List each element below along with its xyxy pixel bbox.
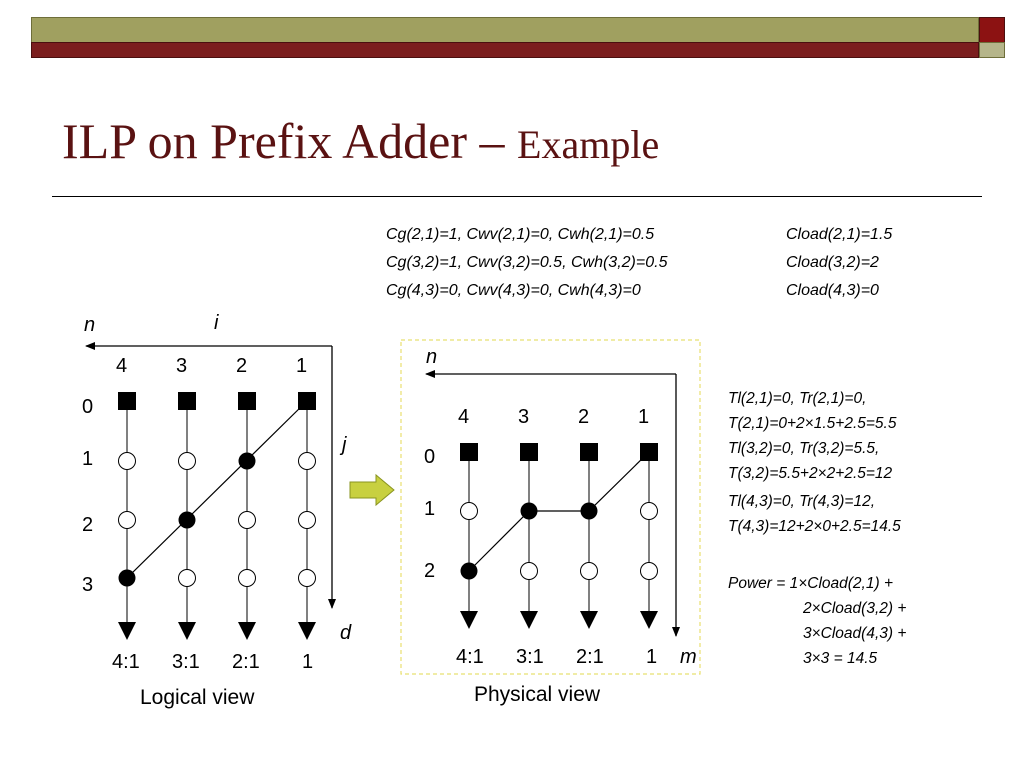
timing-line: Tl(3,2)=0, Tr(3,2)=5.5, [728,440,880,457]
logical-empty-node [118,452,136,470]
physical-output-arrow [460,611,478,629]
logical-empty-node [238,511,256,529]
logical-col-label: 4 [116,355,128,377]
physical-row-label: 1 [424,498,436,520]
logical-axis-n-label: n [84,314,96,336]
physical-row-label: 2 [424,560,436,582]
logical-empty-node [178,569,196,587]
physical-output-label: 2:1 [576,646,604,668]
cost-row-2: Cg(3,2)=1, Cwv(3,2)=0.5, Cwh(3,2)=0.5 [386,254,668,271]
cost-row-1: Cg(2,1)=1, Cwv(2,1)=0, Cwh(2,1)=0.5 [386,226,655,243]
timing-line: T(4,3)=12+2×0+2.5=14.5 [728,518,901,535]
logical-prefix-path [126,400,308,579]
logical-empty-node [298,569,316,587]
logical-row-label: 0 [82,396,94,418]
logical-prefix-node [178,511,196,529]
transition-arrow-icon [349,473,395,507]
logical-empty-node [298,511,316,529]
header-bar-bottom [31,42,979,58]
physical-prefix-node [520,502,538,520]
power-line-1: Power = 1×Cload(2,1) + [728,575,893,592]
physical-empty-node [640,502,658,520]
physical-view-caption: Physical view [474,683,601,706]
title-rule [52,196,982,197]
logical-output-label: 1 [302,651,314,673]
physical-input-node [580,443,598,461]
physical-axis-n-label: n [426,346,438,368]
logical-input-node [118,392,136,410]
timing-line: T(3,2)=5.5+2×2+2.5=12 [728,465,893,482]
logical-output-arrow [118,622,136,640]
title-main: ILP on Prefix Adder – [62,113,518,169]
cload-row-1: Cload(2,1)=1.5 [786,226,893,243]
physical-prefix-path [468,451,650,572]
timing-note-3: Tl(4,3)=0, Tr(4,3)=12, T(4,3)=12+2×0+2.5… [728,489,901,539]
physical-output-label: 3:1 [516,646,544,668]
physical-output-arrow [520,611,538,629]
physical-empty-node [460,502,478,520]
physical-input-node [520,443,538,461]
logical-input-node [178,392,196,410]
logical-empty-node [298,452,316,470]
power-line-4: 3×3 = 14.5 [803,650,878,667]
timing-note-2: Tl(3,2)=0, Tr(3,2)=5.5, T(3,2)=5.5+2×2+2… [728,436,892,486]
logical-col-label: 1 [296,355,308,377]
physical-col-label: 4 [458,406,470,428]
logical-view-caption: Logical view [140,686,255,709]
physical-output-label: 4:1 [456,646,484,668]
logical-col-label: 3 [176,355,188,377]
logical-empty-node [118,511,136,529]
physical-col-label: 1 [638,406,650,428]
physical-empty-node [640,562,658,580]
physical-dashed-box [400,339,701,675]
cost-row-3: Cg(4,3)=0, Cwv(4,3)=0, Cwh(4,3)=0 [386,282,641,299]
physical-output-label: 1 [646,646,658,668]
logical-output-arrow [238,622,256,640]
physical-output-arrow [580,611,598,629]
title-sub: Example [517,122,660,167]
logical-output-arrow [178,622,196,640]
physical-prefix-node [580,502,598,520]
logical-input-node [298,392,316,410]
physical-row-label: 0 [424,446,436,468]
logical-output-label: 2:1 [232,651,260,673]
logical-prefix-node [238,452,256,470]
timing-note-1: Tl(2,1)=0, Tr(2,1)=0, T(2,1)=0+2×1.5+2.5… [728,386,896,436]
logical-col-label: 2 [236,355,248,377]
logical-row-label: 1 [82,448,94,470]
cload-row-2: Cload(3,2)=2 [786,254,879,271]
logical-row-label: 3 [82,574,94,596]
logical-output-arrow [298,622,316,640]
physical-col-label: 3 [518,406,530,428]
timing-line: Tl(4,3)=0, Tr(4,3)=12, [728,493,876,510]
timing-line: Tl(2,1)=0, Tr(2,1)=0, [728,390,867,407]
logical-input-node [238,392,256,410]
logical-view-diagram [85,342,336,640]
physical-axis-m-label: m [680,646,697,668]
power-line-2: 2×Cload(3,2) + [803,600,907,617]
logical-axis-d-label: d [340,622,352,644]
physical-output-arrow [640,611,658,629]
logical-axis-i-label: i [214,312,219,334]
cload-row-3: Cload(4,3)=0 [786,282,879,299]
logical-empty-node [238,569,256,587]
physical-col-label: 2 [578,406,590,428]
physical-input-node [640,443,658,461]
slide-title: ILP on Prefix Adder – Example [62,112,659,170]
logical-prefix-node [118,569,136,587]
power-line-3: 3×Cload(4,3) + [803,625,907,642]
physical-view-diagram [400,339,701,675]
logical-output-label: 4:1 [112,651,140,673]
logical-row-label: 2 [82,514,94,536]
physical-prefix-node [460,562,478,580]
logical-axis-j-label: j [342,434,347,456]
header-corner-bottom [979,42,1005,58]
physical-empty-node [580,562,598,580]
physical-empty-node [520,562,538,580]
timing-line: T(2,1)=0+2×1.5+2.5=5.5 [728,415,897,432]
logical-output-label: 3:1 [172,651,200,673]
logical-empty-node [178,452,196,470]
physical-input-node [460,443,478,461]
